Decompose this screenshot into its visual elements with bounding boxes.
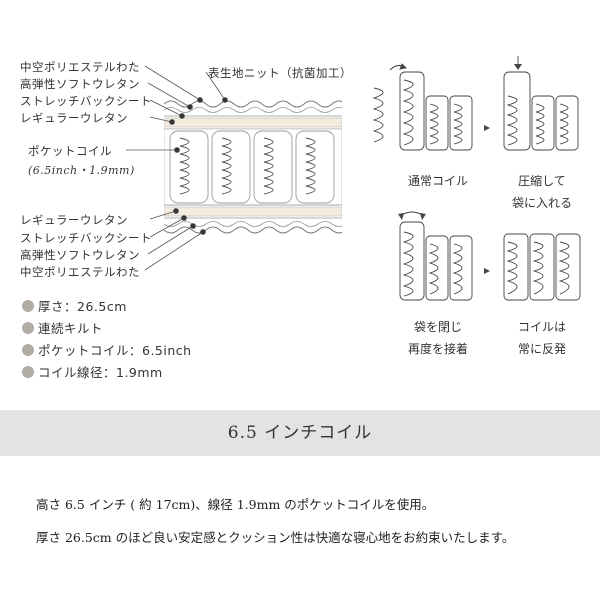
description-line2: 厚さ 26.5cm のほど良い安定感とクッション性は快適な寝心地をお約束いたしま…	[36, 530, 515, 545]
mattress-layers	[164, 100, 342, 234]
step2-illustration	[503, 56, 579, 151]
step3-illustration	[398, 211, 473, 301]
caption-step3-line1: 袋を閉じ	[413, 320, 462, 334]
label-coil-size: (6.5inch・1.9mm)	[28, 164, 135, 177]
bullet-dot	[22, 321, 34, 334]
section-band: 6.5 インチコイル	[0, 410, 600, 456]
leader-lines	[126, 65, 228, 271]
caption-step4-line2: 常に反発	[517, 342, 566, 356]
label-top-regular-urethane: レギュラーウレタン	[20, 111, 128, 125]
caption-step1: 通常コイル	[407, 174, 468, 188]
spec-pocket-coil: ポケットコイル：6.5inch	[22, 340, 192, 359]
bullet-dot	[22, 299, 34, 312]
bullet-dot	[22, 365, 34, 378]
bullet-dot	[22, 343, 34, 356]
pocket-coils	[169, 130, 335, 204]
mattress-cross-section	[126, 65, 342, 271]
label-top-polyester: 中空ポリエステルわた	[20, 60, 140, 74]
caption-step4-line1: コイルは	[517, 320, 566, 334]
spec-quilt: 連続キルト	[22, 318, 103, 337]
arrow-right-icon	[484, 268, 490, 274]
description-line1: 高さ 6.5 インチ ( 約 17cm)、線径 1.9mm のポケットコイルを使…	[36, 497, 435, 512]
label-bottom-polyester: 中空ポリエステルわた	[20, 265, 140, 279]
arrow-right-icon	[484, 125, 490, 131]
spec-wire-gauge: コイル線径：1.9mm	[22, 362, 163, 381]
spec-thickness: 厚さ：26.5cm	[22, 296, 127, 315]
label-bottom-soft-urethane: 高弾性ソフトウレタン	[20, 248, 140, 262]
label-top-soft-urethane: 高弾性ソフトウレタン	[20, 77, 140, 91]
label-fabric: 表生地ニット（抗菌加工）	[208, 66, 352, 80]
coil-process-diagram	[372, 56, 581, 301]
step1-illustration	[372, 63, 473, 151]
section-title: 6.5 インチコイル	[227, 423, 373, 443]
step4-illustration	[503, 233, 581, 301]
caption-step2-line2: 袋に入れる	[511, 196, 572, 210]
label-bottom-regular-urethane: レギュラーウレタン	[20, 213, 128, 227]
label-bottom-stretch-back-sheet: ストレッチバックシート	[20, 231, 152, 245]
label-top-stretch-back-sheet: ストレッチバックシート	[20, 94, 152, 108]
caption-step2-line1: 圧縮して	[518, 174, 566, 188]
label-pocket-coil: ポケットコイル	[28, 144, 112, 158]
caption-step3-line2: 再度を接着	[407, 342, 468, 356]
